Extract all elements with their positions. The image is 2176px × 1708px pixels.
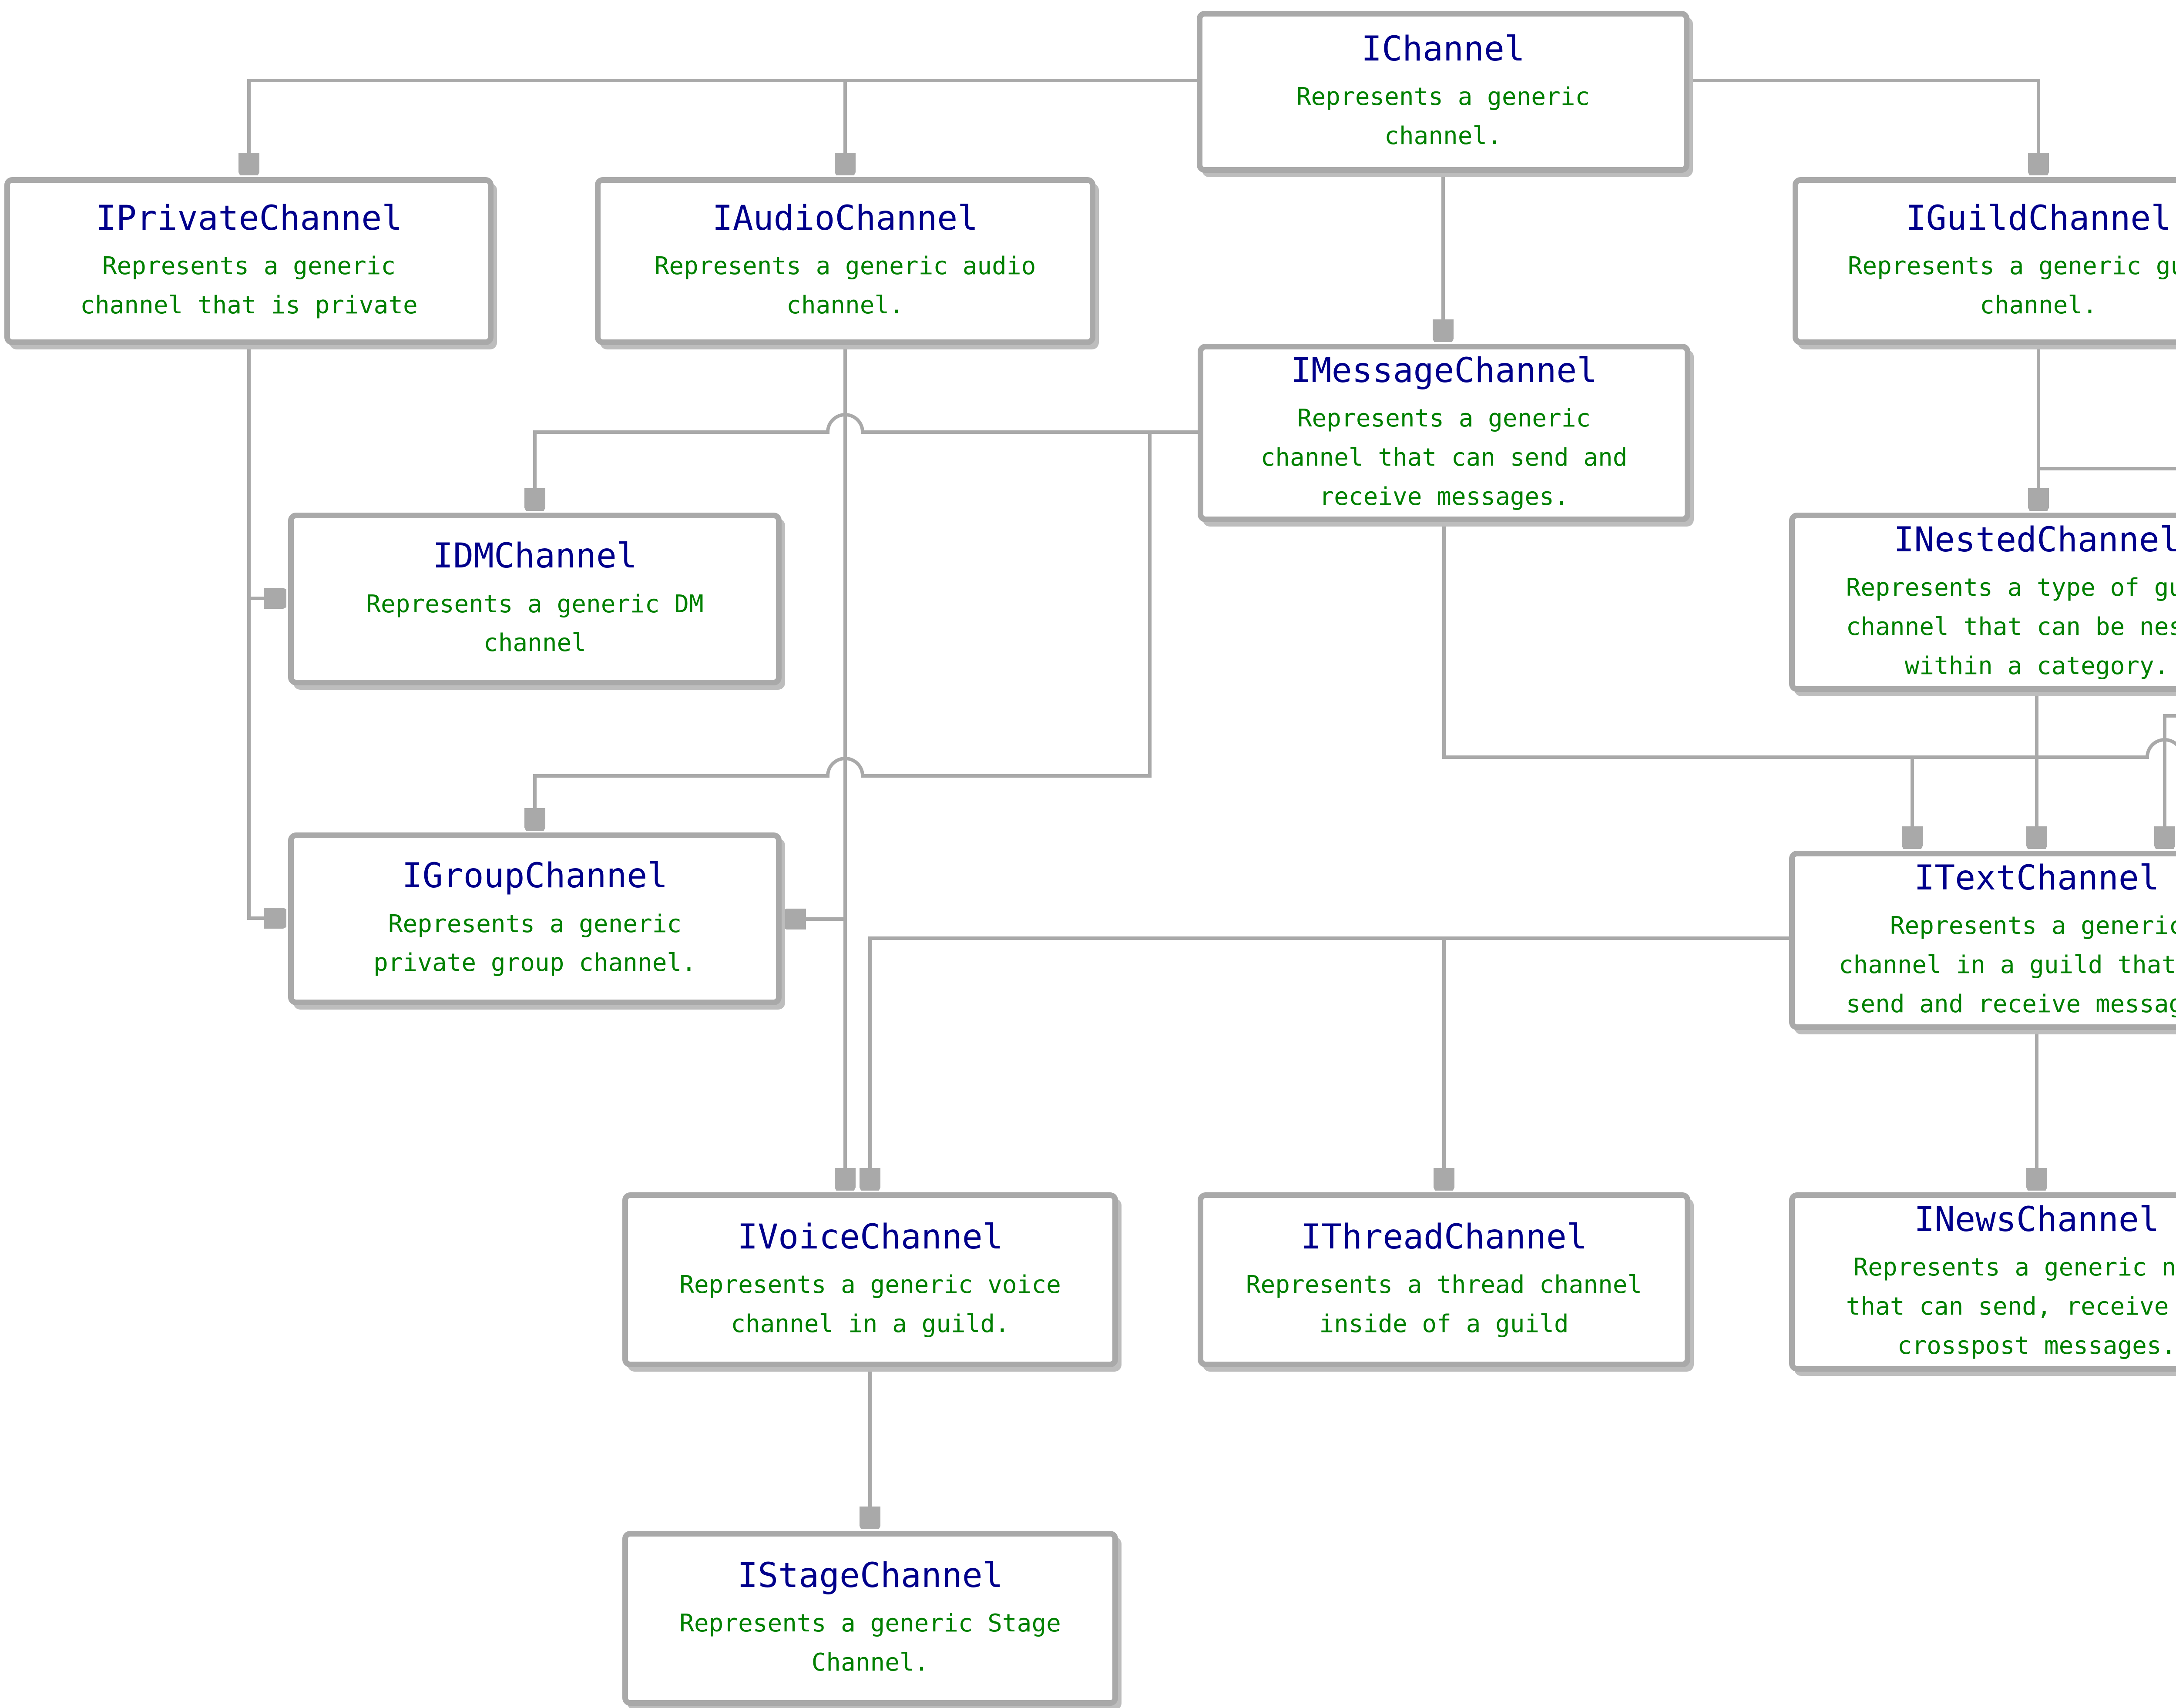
node-desc-line: that can send, receive and <box>1846 1292 2176 1321</box>
node-desc: Represents a generic channel that can se… <box>1261 399 1628 516</box>
node-ivoicechannel: IVoiceChannel Represents a generic voice… <box>622 1192 1118 1367</box>
node-desc-line: inside of a guild <box>1319 1309 1569 1338</box>
node-desc-line: channel in a guild. <box>731 1309 1010 1338</box>
node-desc: Represents a type of guild channel that … <box>1846 568 2176 685</box>
node-title: IAudioChannel <box>712 198 978 238</box>
node-desc-line: channel. <box>1384 121 1502 150</box>
edge-ichannel-iprivatechannel <box>249 79 1197 174</box>
node-desc: Represents a generic channel that is pri… <box>80 247 417 325</box>
node-desc-line: Channel. <box>811 1648 929 1677</box>
node-desc-line: within a category. <box>1904 651 2169 680</box>
node-itextchannel: ITextChannel Represents a generic channe… <box>1789 851 2176 1030</box>
node-desc: Represents a generic news that can send,… <box>1846 1248 2176 1365</box>
node-desc-line: channel. <box>1980 291 2097 319</box>
node-desc-line: send and receive messages. <box>1846 990 2176 1018</box>
edge-iintegrationchannel-itextchannel <box>2165 714 2176 848</box>
node-desc-line: Represents a thread channel <box>1246 1271 1642 1299</box>
node-title: IVoiceChannel <box>737 1217 1003 1257</box>
node-desc-line: Represents a generic <box>388 909 682 938</box>
node-desc-line: channel in a guild that can <box>1838 950 2176 979</box>
node-desc-line: Represents a type of guild <box>1846 574 2176 602</box>
edge-ichannel-iguildchannel <box>1689 79 2038 174</box>
node-desc: Represents a generic channel. <box>1296 77 1590 155</box>
node-desc-line: private group channel. <box>373 949 696 977</box>
edge-iguildchannel-iintegrationchannel <box>2038 467 2176 470</box>
node-desc: Represents a generic Stage Channel. <box>679 1604 1061 1682</box>
node-desc-line: channel that can be nested <box>1846 612 2176 641</box>
node-inestedchannel: INestedChannel Represents a type of guil… <box>1789 513 2176 692</box>
node-desc-line: Represents a generic <box>102 252 396 281</box>
node-iaudiochannel: IAudioChannel Represents a generic audio… <box>595 177 1095 345</box>
node-desc: Represents a generic guild channel. <box>1848 247 2176 325</box>
edge-iprivatechannel-idmchannel <box>247 345 285 598</box>
node-title: IStageChannel <box>737 1556 1003 1595</box>
node-desc-line: Represents a generic news <box>1853 1253 2176 1282</box>
node-desc: Represents a generic private group chann… <box>373 905 696 983</box>
node-ithreadchannel: IThreadChannel Represents a thread chann… <box>1198 1192 1690 1367</box>
edge-iprivatechannel-igroupchannel <box>247 598 285 918</box>
node-desc-line: Represents a generic <box>1890 912 2176 940</box>
node-ichannel: IChannel Represents a generic channel. <box>1197 11 1689 173</box>
node-title: IGuildChannel <box>1905 198 2172 238</box>
node-desc-line: channel that is private <box>80 291 418 319</box>
node-desc-line: Represents a generic DM <box>366 590 704 618</box>
node-idmchannel: IDMChannel Represents a generic DM chann… <box>288 513 782 685</box>
node-desc-line: receive messages. <box>1319 482 1569 511</box>
node-desc-line: Represents a generic audio <box>654 252 1036 281</box>
node-title: INewsChannel <box>1914 1200 2159 1239</box>
node-desc: Represents a thread channel inside of a … <box>1246 1265 1642 1343</box>
node-desc-line: crosspost messages. <box>1897 1331 2176 1360</box>
node-desc-line: channel that can send and <box>1260 443 1628 472</box>
node-desc-line: Represents a generic <box>1297 404 1591 433</box>
node-desc: Represents a generic channel in a guild … <box>1839 906 2176 1023</box>
node-title: IGroupChannel <box>402 856 668 896</box>
node-title: IThreadChannel <box>1301 1217 1587 1257</box>
node-desc-line: Represents a generic Stage <box>679 1609 1061 1638</box>
node-desc-line: Represents a generic voice <box>679 1271 1061 1299</box>
node-desc-line: channel <box>483 629 586 658</box>
node-desc-line: Represents a generic <box>1296 83 1590 111</box>
node-imessagechannel: IMessageChannel Represents a generic cha… <box>1198 344 1690 522</box>
node-iprivatechannel: IPrivateChannel Represents a generic cha… <box>4 177 494 345</box>
node-desc: Represents a generic voice channel in a … <box>679 1265 1061 1343</box>
node-istagechannel: IStageChannel Represents a generic Stage… <box>622 1531 1118 1706</box>
node-inewschannel: INewsChannel Represents a generic news t… <box>1789 1192 2176 1372</box>
node-title: IMessageChannel <box>1290 351 1598 390</box>
node-title: IDMChannel <box>433 537 637 576</box>
edge-itextchannel-ivoicechannel <box>870 936 1789 1190</box>
node-desc: Represents a generic audio channel. <box>655 247 1036 325</box>
node-igroupchannel: IGroupChannel Represents a generic priva… <box>288 832 782 1005</box>
node-title: IChannel <box>1361 29 1525 69</box>
node-title: INestedChannel <box>1894 520 2176 560</box>
node-title: ITextChannel <box>1914 858 2159 898</box>
node-iguildchannel: IGuildChannel Represents a generic guild… <box>1793 177 2176 345</box>
node-title: IPrivateChannel <box>95 198 403 238</box>
edge-imessagechannel-idmchannel <box>535 413 1198 510</box>
node-desc-line: channel. <box>786 291 904 319</box>
node-desc: Represents a generic DM channel <box>366 585 703 663</box>
node-desc-line: Represents a generic guild <box>1847 252 2176 281</box>
